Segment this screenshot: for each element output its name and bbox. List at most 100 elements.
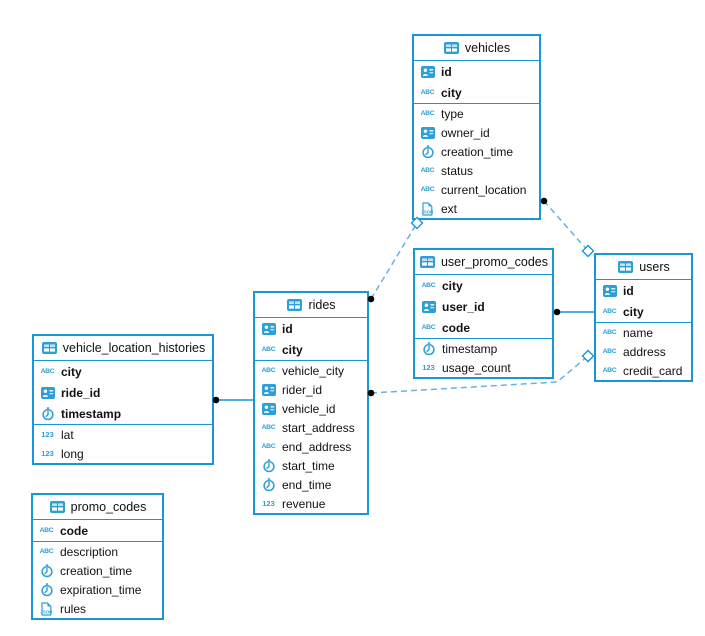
table-row: owner_id	[414, 123, 539, 142]
pk-dot-marker	[553, 308, 561, 316]
table-title-label: vehicles	[464, 41, 511, 55]
column-name: ride_id	[61, 385, 101, 400]
number-123-type-icon: 123	[41, 430, 54, 439]
column-name: long	[61, 446, 84, 461]
column-name: city	[61, 364, 82, 379]
id-card-type-icon	[419, 126, 436, 139]
column-name: description	[60, 544, 119, 559]
id-card-type-icon	[260, 383, 277, 396]
column-name: end_time	[282, 477, 332, 492]
id-card-type-icon	[420, 300, 437, 313]
table-grid-icon	[41, 342, 58, 354]
column-name: creation_time	[441, 144, 514, 159]
column-name: owner_id	[441, 125, 490, 140]
column-name: type	[441, 106, 464, 121]
table-title-label: user_promo_codes	[440, 255, 548, 269]
table-row: ride_id	[34, 382, 212, 403]
svg-text:JSON: JSON	[41, 609, 53, 614]
abc-text-type-icon: ABC	[261, 443, 276, 450]
table-row: start_time	[255, 456, 367, 475]
abc-text-type-icon: ABC	[261, 367, 276, 374]
table-grid-icon	[443, 42, 460, 54]
id-card-type-icon	[260, 402, 277, 415]
abc-text-type-icon: ABC	[261, 424, 276, 431]
table-row: id	[414, 61, 539, 82]
clock-type-icon	[260, 477, 277, 492]
table-title: users	[596, 255, 691, 280]
table-row: user_id	[415, 296, 552, 317]
column-name: end_address	[282, 439, 352, 454]
clock-type-icon	[38, 563, 55, 578]
column-name: creation_time	[60, 563, 133, 578]
abc-text-type-icon: ABC	[602, 367, 617, 374]
number-123-type-icon: 123	[422, 363, 435, 372]
column-name: user_id	[442, 299, 485, 314]
abc-text-type-icon: ABC	[421, 324, 436, 331]
abc-text-type-icon: ABC	[602, 329, 617, 336]
column-name: current_location	[441, 182, 527, 197]
table-title: vehicles	[414, 36, 539, 61]
table-title-label: users	[639, 260, 670, 274]
column-name: start_time	[282, 458, 335, 473]
table-row: id	[255, 318, 367, 339]
table-title: user_promo_codes	[415, 250, 552, 275]
abc-text-type-icon: ABC	[420, 167, 435, 174]
clock-type-icon	[419, 144, 436, 159]
table-title: vehicle_location_histories	[34, 336, 212, 361]
table-grid-icon	[49, 501, 66, 513]
id-card-type-icon	[601, 284, 618, 297]
table-title-label: promo_codes	[70, 500, 147, 514]
table-row: rider_id	[255, 380, 367, 399]
column-name: credit_card	[623, 363, 683, 378]
column-name: timestamp	[61, 406, 122, 421]
abc-text-type-icon: ABC	[421, 282, 436, 289]
column-name: revenue	[282, 496, 326, 511]
abc-text-type-icon: ABC	[39, 548, 54, 555]
clock-type-icon	[39, 406, 56, 421]
table-row: expiration_time	[33, 580, 162, 599]
column-name: vehicle_city	[282, 363, 345, 378]
clock-type-icon	[420, 341, 437, 356]
clock-type-icon	[38, 582, 55, 597]
column-name: id	[441, 64, 452, 79]
table-row: id	[596, 280, 691, 301]
column-name: vehicle_id	[282, 401, 336, 416]
column-name: code	[60, 523, 89, 538]
id-card-type-icon	[419, 65, 436, 78]
table-row: ABC credit_card	[596, 361, 691, 380]
table-row: ABC type	[414, 104, 539, 123]
pk-dot-marker	[540, 197, 548, 205]
relationship-line-vehicles-users[interactable]	[543, 200, 589, 252]
table-title: rides	[255, 293, 367, 318]
table-row: ABC description	[33, 542, 162, 561]
column-name: city	[442, 278, 463, 293]
abc-text-type-icon: ABC	[602, 348, 617, 355]
column-name: city	[623, 304, 644, 319]
json-type-icon: JSON	[419, 201, 436, 216]
abc-text-type-icon: ABC	[420, 110, 435, 117]
table-grid-icon	[286, 299, 303, 311]
relationship-line-rides-vehicles[interactable]	[370, 222, 418, 300]
table-row: end_time	[255, 475, 367, 494]
id-card-type-icon	[39, 386, 56, 399]
svg-text:JSON: JSON	[422, 209, 434, 214]
